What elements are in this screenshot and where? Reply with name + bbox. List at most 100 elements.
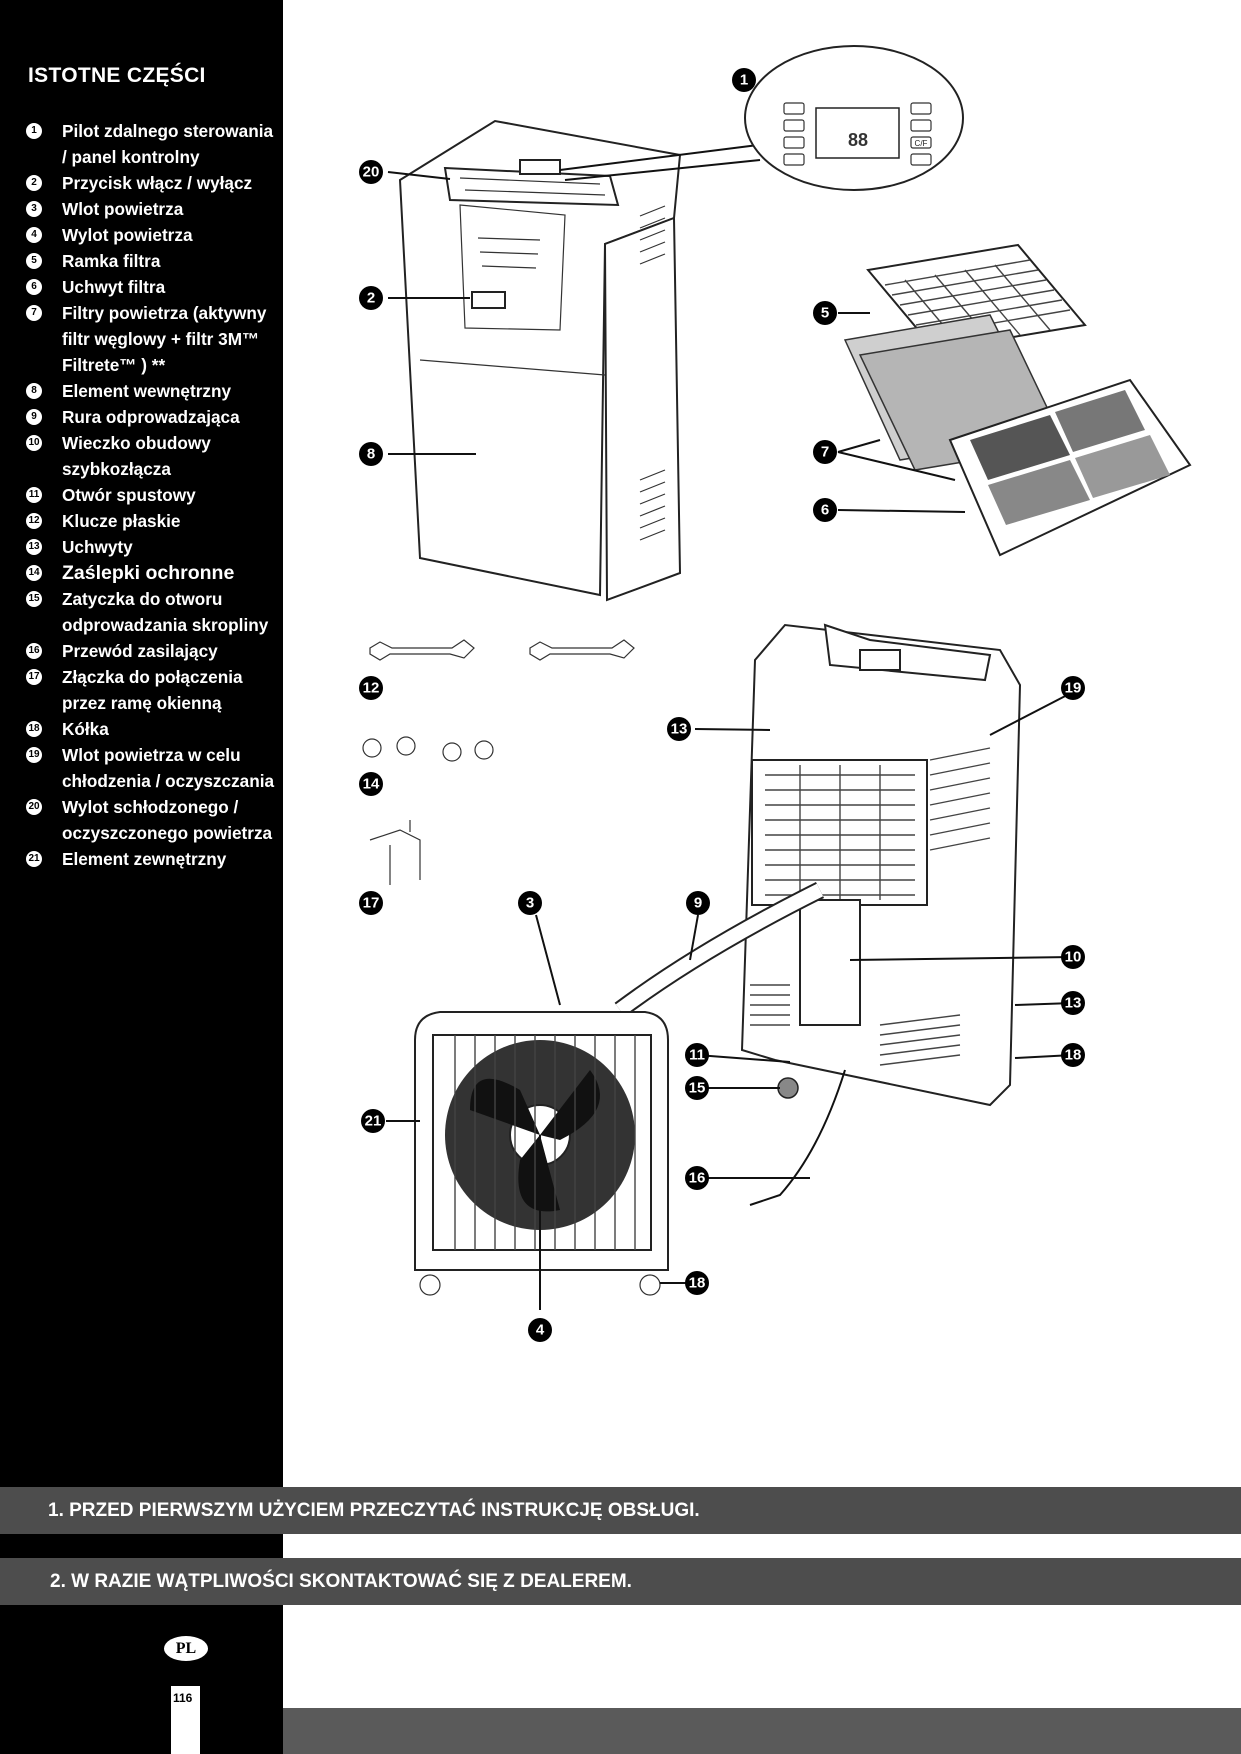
svg-text:21: 21 <box>365 1113 382 1130</box>
accessories <box>362 639 635 885</box>
callout-8: 8 <box>359 442 383 466</box>
svg-text:13: 13 <box>1065 995 1082 1012</box>
footer-bar <box>283 1708 1241 1754</box>
callout-7: 7 <box>813 440 837 464</box>
instruction-banner-2: 2. W RAZIE WĄTPLIWOŚCI SKONTAKTOWAĆ SIĘ … <box>0 1558 1241 1605</box>
item-number-badge: 1 <box>26 123 42 139</box>
svg-text:14: 14 <box>363 776 380 793</box>
svg-text:5: 5 <box>821 305 829 322</box>
item-label: Wlot powietrza <box>62 199 184 219</box>
item-number-badge: 8 <box>26 383 42 399</box>
parts-list-item: 13 Uchwyty <box>26 534 281 560</box>
svg-text:20: 20 <box>363 164 380 181</box>
callout-15: 15 <box>685 1076 709 1100</box>
callout-21: 21 <box>361 1109 385 1133</box>
instruction-banner-1: 1. PRZED PIERWSZYM UŻYCIEM PRZECZYTAĆ IN… <box>0 1487 1241 1534</box>
item-label: Zaślepki ochronne <box>62 562 235 584</box>
svg-text:3: 3 <box>526 895 534 912</box>
callout-13b: 13 <box>1061 991 1085 1015</box>
callout-20: 20 <box>359 160 383 184</box>
svg-text:12: 12 <box>363 680 380 697</box>
item-number-badge: 18 <box>26 721 42 737</box>
callout-6: 6 <box>813 498 837 522</box>
item-label: Uchwyty <box>62 537 133 557</box>
item-number-badge: 19 <box>26 747 42 763</box>
svg-text:1: 1 <box>740 72 748 89</box>
callout-3: 3 <box>518 891 542 915</box>
svg-text:19: 19 <box>1065 680 1082 697</box>
item-number-badge: 12 <box>26 513 42 529</box>
svg-text:17: 17 <box>363 895 380 912</box>
display-readout: 88 <box>848 130 868 150</box>
page-number-box: 116 <box>171 1686 200 1754</box>
item-number-badge: 14 <box>26 565 42 581</box>
item-label: Wylot powietrza <box>62 225 193 245</box>
item-number-badge: 20 <box>26 799 42 815</box>
svg-text:15: 15 <box>689 1080 706 1097</box>
item-label: Przycisk włącz / wyłącz <box>62 173 253 193</box>
callout-19: 19 <box>1061 676 1085 700</box>
callout-4: 4 <box>528 1318 552 1342</box>
item-number-badge: 4 <box>26 227 42 243</box>
callout-13: 13 <box>667 717 691 741</box>
item-label: Filtry powietrza (aktywny filtr węglowy … <box>62 303 267 375</box>
parts-list-item: 19 Wlot powietrza w celu chłodzenia / ocz… <box>26 742 281 794</box>
svg-text:16: 16 <box>689 1170 706 1187</box>
parts-list-item: 3 Wlot powietrza <box>26 196 281 222</box>
item-number-badge: 21 <box>26 851 42 867</box>
callout-18: 18 <box>1061 1043 1085 1067</box>
svg-text:11: 11 <box>689 1047 705 1064</box>
item-label: Kółka <box>62 719 109 739</box>
item-label: Przewód zasilający <box>62 641 218 661</box>
callout-18b: 18 <box>685 1271 709 1295</box>
item-label: Zatyczka do otworu odprowadzania skropli… <box>62 589 269 635</box>
item-label: Złączka do połączenia przez ramę okienną <box>62 667 243 713</box>
parts-list-item: 7 Filtry powietrza (aktywny filtr węglowy… <box>26 300 281 378</box>
svg-text:18: 18 <box>1065 1047 1082 1064</box>
item-number-badge: 13 <box>26 539 42 555</box>
indoor-unit-rear <box>740 623 1022 1107</box>
parts-list-item: 6 Uchwyt filtra <box>26 274 281 300</box>
item-number-badge: 16 <box>26 643 42 659</box>
item-number-badge: 3 <box>26 201 42 217</box>
svg-text:8: 8 <box>367 446 375 463</box>
svg-text:10: 10 <box>1065 949 1082 966</box>
svg-text:4: 4 <box>536 1322 545 1339</box>
indoor-unit-front <box>398 119 682 602</box>
item-label: Element zewnętrzny <box>62 849 227 869</box>
language-badge: PL <box>164 1636 208 1661</box>
section-title: ISTOTNE CZĘŚCI <box>28 64 206 87</box>
svg-text:9: 9 <box>694 895 702 912</box>
svg-text:7: 7 <box>821 444 829 461</box>
parts-list-item: 4 Wylot powietrza <box>26 222 281 248</box>
parts-list-item: 21 Element zewnętrzny <box>26 846 281 872</box>
outdoor-unit <box>414 1011 669 1296</box>
callout-14: 14 <box>359 772 383 796</box>
parts-list-item: 14 Zaślepki ochronne <box>26 560 281 586</box>
svg-text:13: 13 <box>671 721 688 738</box>
item-label: Wlot powietrza w celu chłodzenia / oczys… <box>62 745 275 791</box>
item-number-badge: 6 <box>26 279 42 295</box>
parts-list-item: 20 Wylot schłodzonego / oczyszczonego pow… <box>26 794 281 846</box>
control-panel-display: 88 C/F <box>783 102 932 166</box>
item-label: Klucze płaskie <box>62 511 181 531</box>
banner-text: 1. PRZED PIERWSZYM UŻYCIEM PRZECZYTAĆ IN… <box>48 1500 700 1521</box>
item-number-badge: 15 <box>26 591 42 607</box>
item-number-badge: 7 <box>26 305 42 321</box>
parts-list-item: 15 Zatyczka do otworu odprowadzania skrop… <box>26 586 281 638</box>
item-number-badge: 9 <box>26 409 42 425</box>
callout-12: 12 <box>359 676 383 700</box>
item-label: Wylot schłodzonego / oczyszczonego powie… <box>62 797 273 843</box>
item-label: Uchwyt filtra <box>62 277 166 297</box>
filter-assembly <box>843 243 1192 557</box>
parts-list-item: 16 Przewód zasilający <box>26 638 281 664</box>
item-number-badge: 10 <box>26 435 42 451</box>
